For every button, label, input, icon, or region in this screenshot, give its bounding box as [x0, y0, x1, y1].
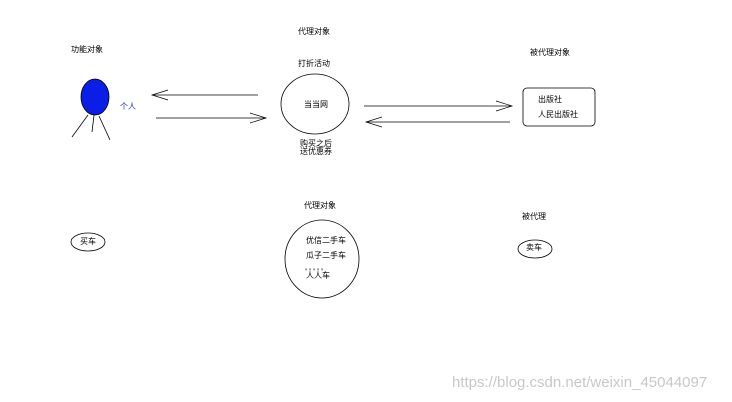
person-leg-left — [71, 114, 89, 138]
sell-car-node — [517, 239, 553, 259]
publisher-item: 人民出版社 — [538, 110, 578, 119]
buy-car-label: 买车 — [80, 237, 96, 246]
promo-label: 打折活动 — [298, 59, 330, 68]
proxied-object-label: 被代理对象 — [530, 48, 570, 57]
dealer-ellipsis: 。。。。。 — [305, 265, 329, 272]
person-label: 个人 — [120, 102, 136, 111]
arrowhead-right — [249, 112, 268, 124]
after-purchase-line2: 送优惠券 — [300, 147, 332, 156]
person-leg-right — [98, 115, 111, 141]
bottom-proxy-object-label: 代理对象 — [304, 201, 336, 210]
person-head — [80, 78, 110, 116]
dealer-item: 优信二手车 — [306, 236, 346, 245]
proxy-node — [280, 73, 350, 135]
publisher-box — [522, 87, 596, 127]
arrowhead-left-2 — [364, 116, 383, 128]
functional-object-label: 功能对象 — [71, 45, 103, 54]
after-purchase-line1: 购买之后 — [300, 139, 332, 148]
publisher-item: 出版社 — [538, 95, 562, 104]
arrowhead-left — [150, 89, 169, 101]
dealer-item: 瓜子二手车 — [306, 251, 346, 260]
arrowhead-right-2 — [495, 100, 514, 112]
sell-car-label: 卖车 — [526, 243, 542, 252]
proxied-label: 被代理 — [522, 212, 546, 221]
person-body — [91, 114, 95, 133]
buy-car-node — [70, 232, 106, 252]
watermark: https://blog.csdn.net/weixin_45044097 — [452, 374, 708, 391]
proxy-object-label: 代理对象 — [298, 27, 330, 36]
proxy-name: 当当网 — [304, 100, 328, 109]
dealer-item: 人人车 — [306, 271, 330, 280]
dealer-node — [284, 219, 360, 299]
